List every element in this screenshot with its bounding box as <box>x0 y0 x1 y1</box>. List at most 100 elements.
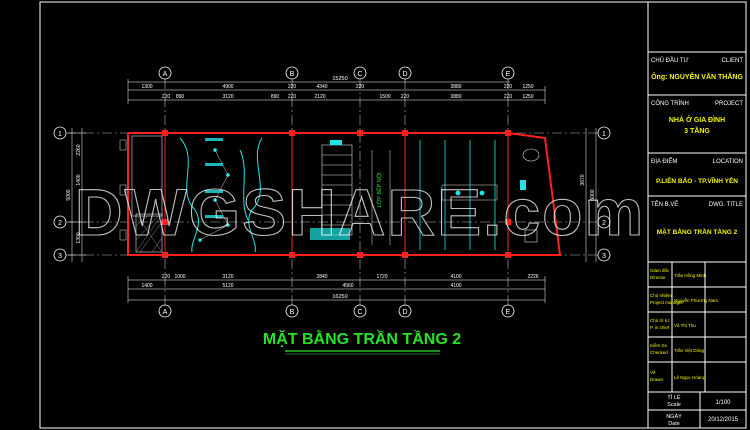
column <box>162 130 168 136</box>
role-label-en: Project manager <box>650 300 684 305</box>
column <box>357 252 363 258</box>
dim-text: 220 <box>288 94 297 100</box>
drawing-title: MẶT BẰNG TRẦN TẦNG 2 <box>263 329 461 348</box>
column <box>402 252 408 258</box>
grid-label: E <box>506 71 511 78</box>
owner-label: CHỦ ĐẦU TƯ <box>651 57 689 64</box>
dim-text: 1300 <box>141 84 152 90</box>
scale-label-en: Scale <box>667 402 681 408</box>
drawing-title-group: MẶT BẰNG TRẦN TẦNG 2 <box>263 329 461 355</box>
role-label-en: Drawn <box>650 377 664 382</box>
roles-table: Giám đốc Director Trần Hồng Minh Chủ nhi… <box>650 268 718 382</box>
role-label: Chủ nhiệm <box>650 292 672 298</box>
grid-label: 2 <box>602 220 606 227</box>
role-name: Nguyễn Phương Nam <box>674 297 718 303</box>
dwg-title-label-en: DWG. TITLE <box>709 202 743 208</box>
room-label: LỚP BẾP NỘI <box>376 172 383 208</box>
grid-label: E <box>506 309 511 316</box>
role-label-en: Director <box>650 275 666 280</box>
grid-label: C <box>357 71 362 78</box>
dimension-texts-right: 3670 5000 <box>580 174 596 200</box>
grid-bubble-right: 1 2 3 <box>597 126 611 262</box>
column <box>162 219 168 225</box>
dim-text: 220 <box>401 94 410 100</box>
dim-text: 4100 <box>450 283 461 289</box>
dim-text: 220 <box>162 94 171 100</box>
dim-text: 220 <box>356 84 365 90</box>
dimensions-top <box>127 79 546 104</box>
date-label: NGÀY <box>666 413 682 420</box>
dim-text: 2260 <box>76 144 82 155</box>
watermark: DWGSHARE.com <box>75 175 645 249</box>
grid-label: D <box>402 309 407 316</box>
dim-text: 220 <box>504 84 513 90</box>
dim-text: 3120 <box>222 274 233 280</box>
scale-value: 1/100 <box>715 400 731 406</box>
grid-label: B <box>290 309 295 316</box>
column <box>505 252 511 258</box>
owner-value: Ông: NGUYỄN VĂN THĂNG <box>651 72 743 81</box>
location-label-en: LOCATION <box>713 159 743 165</box>
column <box>402 130 408 136</box>
dim-text: 4100 <box>450 274 461 280</box>
dimensions-right <box>585 128 597 262</box>
dim-text: 1400 <box>76 174 82 185</box>
role-name: Trần Hồng Minh <box>674 273 707 278</box>
dim-text: 220 <box>162 274 171 280</box>
dim-text: 4560 <box>342 283 353 289</box>
project-value-2: 3 TẦNG <box>684 125 710 135</box>
dimension-texts-top: 15250 1300 4900 220 4340 220 3880 220 12… <box>141 76 533 100</box>
dim-text: 1250 <box>522 84 533 90</box>
role-label: Chủ trì k.t <box>650 317 670 323</box>
dimension-texts-bottom: 220 1000 3120 2840 1720 4100 2226 1400 5… <box>141 274 538 300</box>
role-name: Vũ Thị Thu <box>674 323 696 328</box>
column <box>289 252 295 258</box>
dim-text: 1400 <box>141 283 152 289</box>
dim-text: 2840 <box>316 274 327 280</box>
grid-label: 3 <box>58 253 62 260</box>
grid-label: A <box>163 309 168 316</box>
dim-text: 4340 <box>316 84 327 90</box>
location-label: ĐỊA ĐIỂM <box>651 158 677 165</box>
grid-label: A <box>163 71 168 78</box>
role-label: Kiểm tra <box>650 342 667 348</box>
left-wc-block <box>119 135 163 253</box>
location-value: P.LIÊN BẢO - TP.VĨNH YÊN <box>656 176 738 185</box>
dwg-title-value: MẶT BẰNG TRẦN TẦNG 2 <box>657 226 738 236</box>
role-label: Vẽ <box>650 370 656 375</box>
grid-label: C <box>357 309 362 316</box>
dim-text: 3880 <box>450 94 461 100</box>
grid-label: B <box>290 71 295 78</box>
column <box>505 130 511 136</box>
title-block: CHỦ ĐẦU TƯ CLIENT Ông: NGUYỄN VĂN THĂNG … <box>647 1 747 429</box>
dim-total-bottom: 16250 <box>332 294 347 300</box>
role-label-en: Checked <box>650 350 668 355</box>
dimension-texts-left: 5000 1400 1300 2260 <box>66 144 82 243</box>
dim-text: 890 <box>176 94 185 100</box>
date-value: 20/12/2015 <box>708 417 739 423</box>
dim-total-top: 15250 <box>332 76 347 82</box>
dwg-title-label: TÊN B.VẼ <box>651 200 678 208</box>
grid-label: D <box>402 71 407 78</box>
dim-text: 220 <box>288 84 297 90</box>
dim-text: 1500 <box>379 94 390 100</box>
room-label-vertical: LỚP BẾP NỘI <box>371 150 391 245</box>
column <box>289 130 295 136</box>
staircase <box>310 140 353 240</box>
dim-text: 5120 <box>222 283 233 289</box>
dim-text: 4900 <box>222 84 233 90</box>
dim-text: 3670 <box>580 174 586 185</box>
grid-label: 1 <box>58 131 62 138</box>
grid-bubble-top: A B C D E <box>158 66 515 80</box>
dim-text: 1720 <box>376 274 387 280</box>
role-name: Trần Việt Dũng <box>674 348 705 353</box>
column <box>357 130 363 136</box>
dim-text: 2120 <box>314 94 325 100</box>
role-label-en: P. in chief <box>650 325 670 330</box>
role-name: Lê Ngọc Hoàng <box>674 375 706 380</box>
dim-text: 3880 <box>450 84 461 90</box>
dimensions-left <box>68 128 86 262</box>
project-label-en: PROJECT <box>715 101 743 107</box>
dim-text: 1250 <box>522 94 533 100</box>
